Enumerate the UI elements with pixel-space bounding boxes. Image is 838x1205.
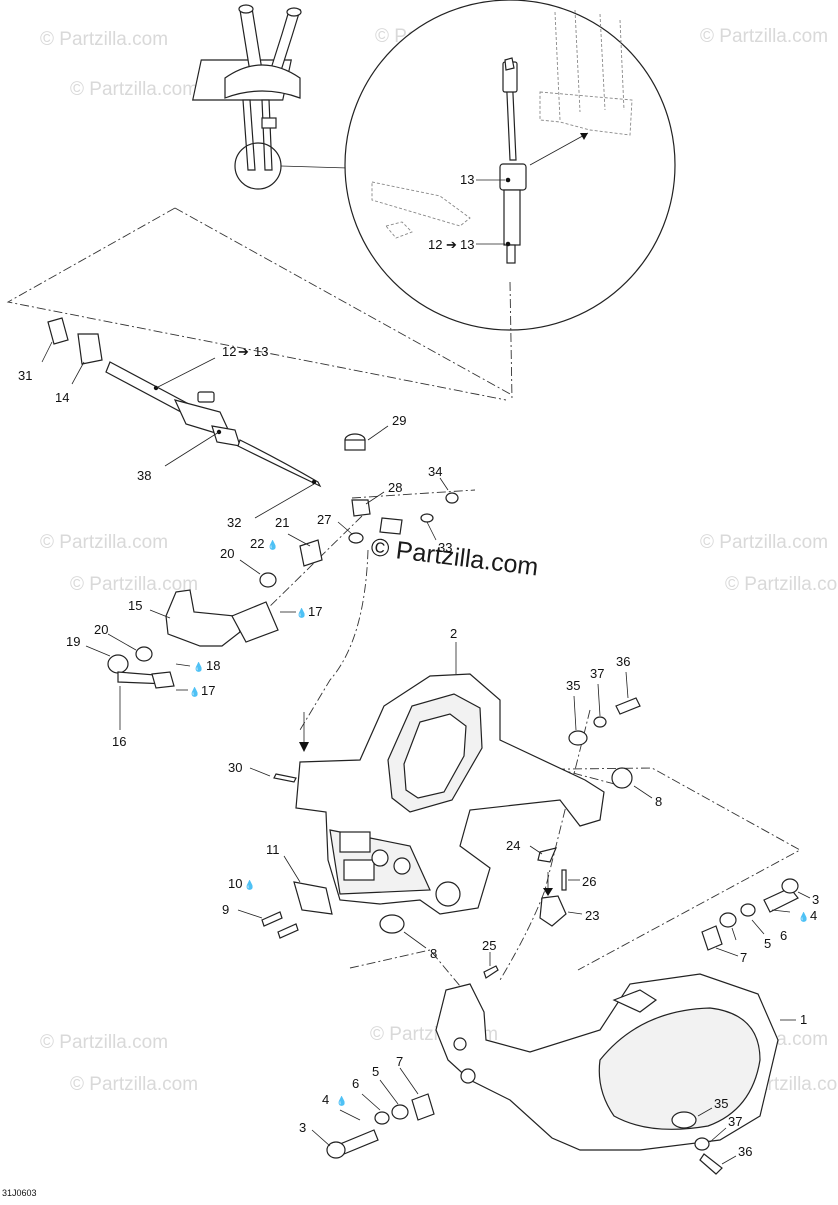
cable-assembly: 31 14 12 ➔ 13 38 32 (18, 317, 322, 530)
dash-lines (6, 207, 801, 1011)
lubricant-drop-icon: 💧 (296, 607, 307, 618)
upper-hardware: 35 37 36 8 (566, 654, 662, 809)
callout-9: 9 (222, 902, 229, 917)
callout-28: 28 (388, 480, 402, 495)
callout-23: 23 (585, 908, 599, 923)
callout-34: 34 (428, 464, 442, 479)
callout-33: 33 (438, 540, 452, 555)
watermark: © Partzilla.com (725, 574, 838, 595)
callout-37: 37 (728, 1114, 742, 1129)
main-bracket: 2 30 (228, 626, 605, 915)
callout-11: 11 (266, 842, 280, 857)
callout-18: 18 (206, 658, 220, 673)
callout-20: 20 (220, 546, 234, 561)
callout-12: 12 (222, 344, 236, 359)
watermark: © Partzilla.com (40, 1032, 168, 1053)
lubricant-drop-icon: 💧 (336, 1095, 347, 1106)
callout-8: 8 (655, 794, 662, 809)
callout-5: 5 (372, 1064, 379, 1079)
callout-5: 5 (764, 936, 771, 951)
callout-36: 36 (738, 1144, 752, 1159)
bottom-hardware-right: 35 37 36 (671, 1096, 752, 1175)
lubricant-drop-icon: 💧 (189, 686, 200, 697)
callout-19: 19 (66, 634, 80, 649)
callout-arrow: ➔ (446, 237, 457, 252)
callout-4: 4 (810, 908, 817, 923)
callout-4: 4 (322, 1092, 329, 1107)
callout-38: 38 (137, 468, 151, 483)
callout-22: 22 (250, 536, 264, 551)
callout-2: 2 (450, 626, 457, 641)
callout-37: 37 (590, 666, 604, 681)
center-watermark: © Partzilla.com (369, 533, 540, 581)
watermark: © Partzilla.com (70, 1074, 198, 1095)
callout-26: 26 (582, 874, 596, 889)
callout-29: 29 (392, 413, 406, 428)
lubricant-drop-icon: 💧 (798, 911, 809, 922)
plate-parts: 11 10 💧 9 8 (222, 842, 437, 961)
callout-arrow: ➔ (238, 344, 249, 359)
callout-32: 32 (227, 515, 241, 530)
callout-31: 31 (18, 368, 32, 383)
shifter-assembly (192, 4, 349, 190)
callout-8: 8 (430, 946, 437, 961)
callout-7: 7 (740, 950, 747, 965)
callout-36: 36 (616, 654, 630, 669)
callout-3: 3 (299, 1120, 306, 1135)
watermark: © Partzilla.com (70, 574, 198, 595)
lubricant-drop-icon: 💧 (244, 879, 255, 890)
watermark: © Partzilla.com (40, 29, 168, 50)
lubricant-drop-icon: 💧 (267, 539, 278, 550)
callout-1: 1 (800, 1012, 807, 1027)
callout-24: 24 (506, 838, 520, 853)
callout-14: 14 (55, 390, 69, 405)
lubricant-drop-icon: 💧 (193, 661, 204, 672)
callout-13: 13 (460, 172, 474, 187)
image-code: 31J0603 (2, 1188, 37, 1198)
callout-21: 21 (275, 515, 289, 530)
watermark: © Partzilla.com (70, 79, 198, 100)
callout-17: 17 (201, 683, 215, 698)
lever-assembly: 21 22 💧 20 15 20 19 16 💧 18 💧 17 💧 17 (66, 515, 323, 749)
callout-15: 15 (128, 598, 142, 613)
callout-35: 35 (714, 1096, 728, 1111)
callout-3: 3 (812, 892, 819, 907)
right-hardware: 3 💧 4 6 5 7 (701, 878, 819, 965)
callout-13: 13 (460, 237, 474, 252)
callout-30: 30 (228, 760, 242, 775)
watermark: © Partzilla.com (700, 26, 828, 47)
callout-16: 16 (112, 734, 126, 749)
callout-7: 7 (396, 1054, 403, 1069)
callout-25: 25 (482, 938, 496, 953)
detail-view: 13 12 ➔ 13 (344, 0, 676, 331)
callout-27: 27 (317, 512, 331, 527)
base-housing: 1 (435, 973, 807, 1151)
latch-parts: 24 26 23 25 (482, 838, 599, 979)
callout-10: 10 (228, 876, 242, 891)
cable-hardware: 29 28 27 34 33 (317, 413, 459, 555)
callout-6: 6 (352, 1076, 359, 1091)
callout-13: 13 (254, 344, 268, 359)
watermark: © Partzilla.com (40, 532, 168, 553)
bottom-hardware-left: 3 4 💧 6 5 7 (299, 1054, 435, 1159)
callout-12: 12 (428, 237, 442, 252)
callout-17: 17 (308, 604, 322, 619)
callout-20: 20 (94, 622, 108, 637)
watermark: © Partzilla.com (700, 532, 828, 553)
callout-35: 35 (566, 678, 580, 693)
callout-6: 6 (780, 928, 787, 943)
